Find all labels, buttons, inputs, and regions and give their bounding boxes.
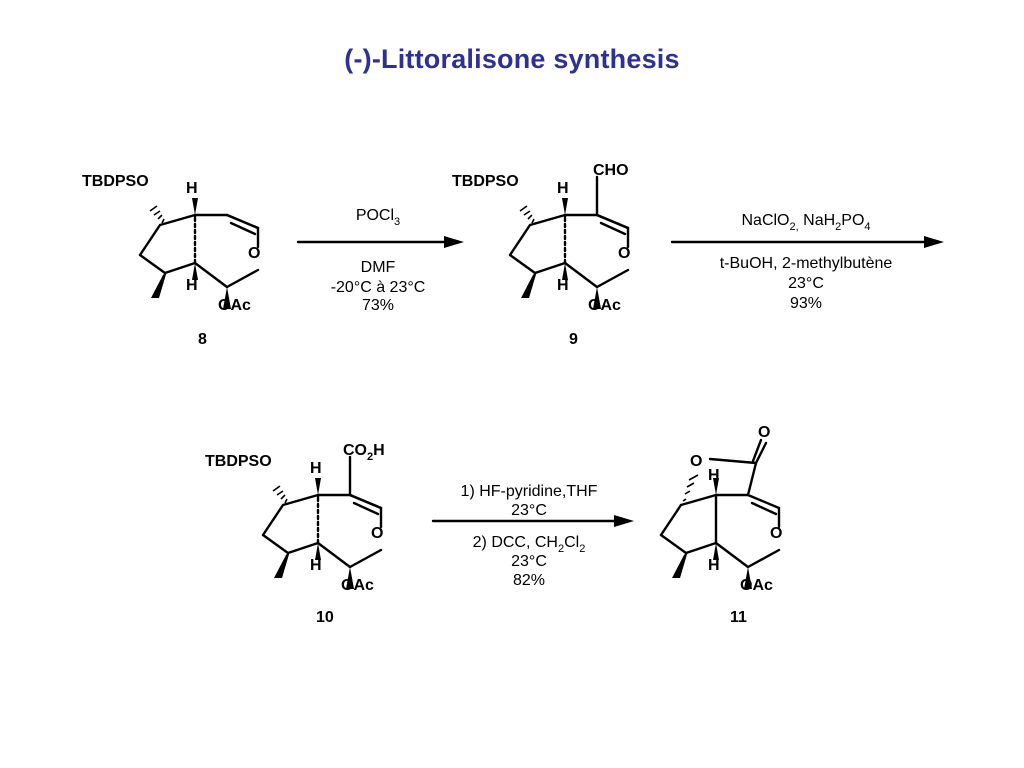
oac-label: OAc	[341, 577, 374, 594]
step1-condition-2: -20°C à 23°C	[331, 279, 426, 296]
h-label: H	[310, 557, 322, 574]
o-label: O	[690, 453, 702, 470]
oac-label: OAc	[218, 297, 251, 314]
step3-condition-2: 23°C	[511, 502, 547, 519]
compound-number-8: 8	[198, 331, 207, 348]
arrowhead	[924, 236, 944, 248]
step3-condition-1: 1) HF-pyridine,THF	[461, 483, 598, 500]
compound-number-9: 9	[569, 331, 578, 348]
compound-9	[508, 175, 630, 311]
h-label: H	[557, 277, 569, 294]
h-label: H	[708, 467, 720, 484]
compound-number-10: 10	[316, 609, 334, 626]
step2-reagents: NaClO2, NaH2PO4	[741, 212, 870, 233]
h-label: H	[186, 180, 198, 197]
step2-condition-1: t-BuOH, 2-methylbutène	[720, 255, 893, 272]
step1-yield: 73%	[362, 297, 394, 314]
arrowhead	[614, 515, 634, 527]
step3-yield: 82%	[513, 572, 545, 589]
arrowhead	[444, 236, 464, 248]
o-label: O	[618, 245, 630, 262]
step3-condition-4: 23°C	[511, 553, 547, 570]
tbdpso-label: TBDPSO	[205, 453, 272, 470]
compound-8	[138, 196, 260, 311]
h-label: H	[186, 277, 198, 294]
step2-yield: 93%	[790, 295, 822, 312]
step1-condition-1: DMF	[361, 259, 396, 276]
oac-label: OAc	[740, 577, 773, 594]
o-label: O	[758, 424, 770, 441]
hashed-bond	[682, 474, 699, 502]
step3-condition-3: 2) DCC, CH2Cl2	[473, 534, 586, 555]
o-label: O	[371, 525, 383, 542]
step1-reagent: POCl3	[356, 207, 400, 228]
h-label: H	[708, 557, 720, 574]
o-label: O	[248, 245, 260, 262]
step2-condition-2: 23°C	[788, 275, 824, 292]
h-label: H	[310, 460, 322, 477]
compound-number-11: 11	[730, 609, 747, 626]
h-label: H	[557, 180, 569, 197]
co2h-label: CO2H	[343, 442, 385, 463]
tbdpso-label: TBDPSO	[82, 173, 149, 190]
compound-11	[659, 438, 781, 589]
o-label: O	[770, 525, 782, 542]
oac-label: OAc	[588, 297, 621, 314]
tbdpso-label: TBDPSO	[452, 173, 519, 190]
compound-10	[261, 455, 383, 591]
cho-label: CHO	[593, 162, 629, 179]
scheme-title: (-)-Littoralisone synthesis	[344, 44, 680, 74]
